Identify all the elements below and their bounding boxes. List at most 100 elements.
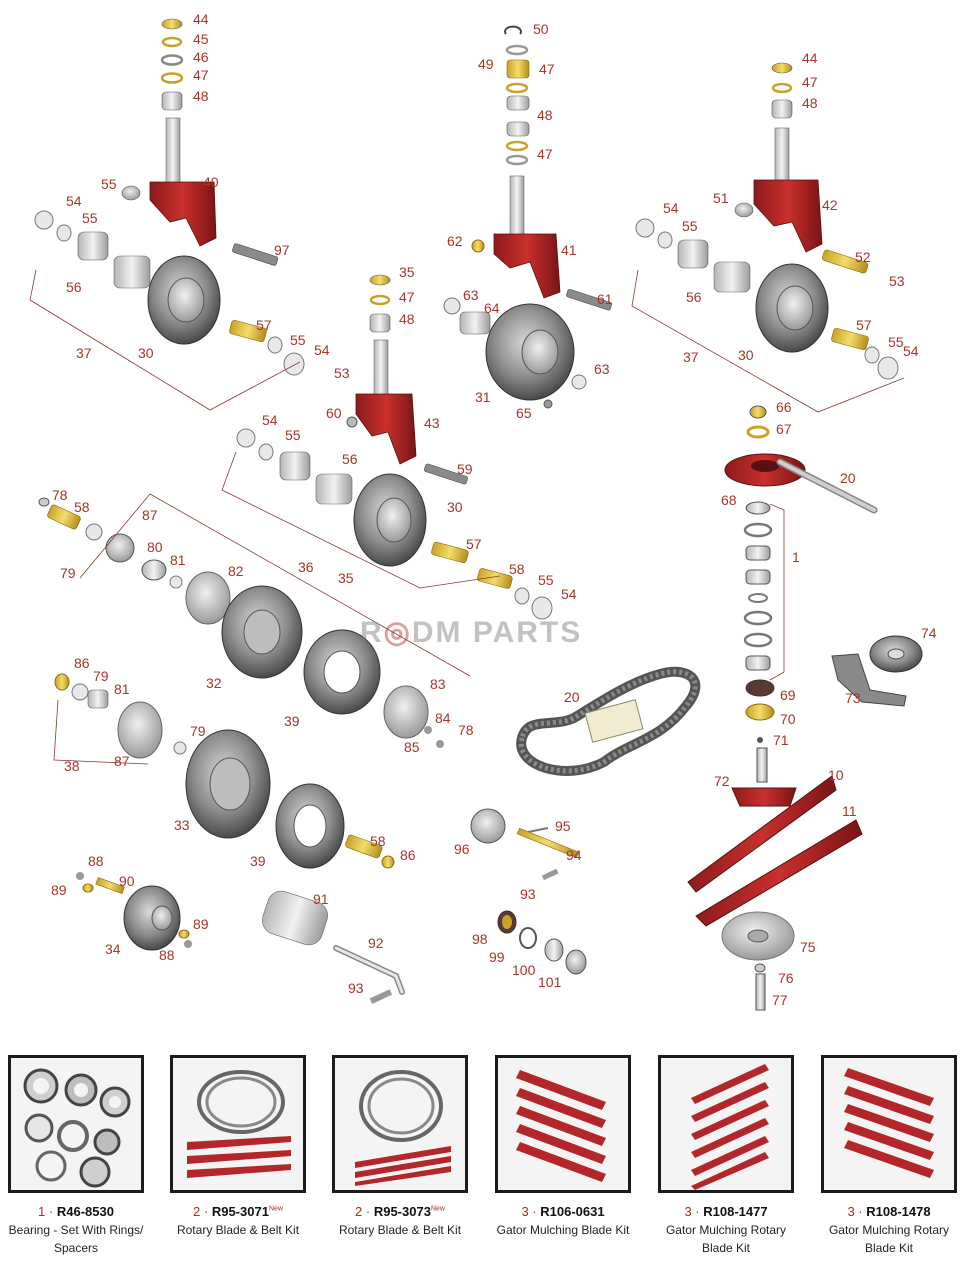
- kit-qty: 2: [193, 1204, 201, 1219]
- kit-card[interactable]: 3 · R108-1477 Gator Mulching Rotary Blad…: [658, 1055, 794, 1257]
- callout-1: 1: [792, 549, 800, 565]
- kit-qty: 2: [355, 1204, 363, 1219]
- callout-39: 39: [284, 713, 300, 729]
- parts-diagram: 4445464748405554555697373057555450494748…: [29, 11, 937, 1011]
- kit-part-number: R95-3071: [211, 1204, 269, 1219]
- kit-image[interactable]: [8, 1055, 144, 1193]
- callout-88: 88: [159, 947, 175, 963]
- callout-88: 88: [88, 853, 104, 869]
- kit-new-badge: New: [268, 1205, 283, 1213]
- callout-86: 86: [74, 655, 90, 671]
- callout-54: 54: [262, 412, 278, 428]
- callout-44: 44: [193, 11, 209, 27]
- callout-87: 87: [142, 507, 158, 523]
- kit-image[interactable]: [821, 1055, 957, 1193]
- kit-image[interactable]: [332, 1055, 468, 1193]
- callout-52: 52: [855, 249, 871, 265]
- caster-assembly-middle: [221, 274, 553, 620]
- kit-description: Bearing - Set With Rings/ Spacers: [8, 1223, 144, 1255]
- callout-56: 56: [66, 279, 82, 295]
- kit-card[interactable]: 2 · R95-3073New Rotary Blade & Belt Kit: [332, 1055, 468, 1239]
- callout-82: 82: [228, 563, 244, 579]
- callout-97: 97: [274, 242, 290, 258]
- kit-code: 3 · R106-0631: [495, 1204, 631, 1219]
- callout-30: 30: [138, 345, 154, 361]
- kit-qty: 3: [847, 1204, 855, 1219]
- callout-83: 83: [430, 676, 446, 692]
- callout-76: 76: [778, 970, 794, 986]
- kit-description: Rotary Blade & Belt Kit: [176, 1223, 300, 1237]
- callout-48: 48: [399, 311, 415, 327]
- callout-47: 47: [193, 67, 209, 83]
- callout-50: 50: [533, 21, 549, 37]
- callout-47: 47: [537, 146, 553, 162]
- kit-qty: 1: [38, 1204, 46, 1219]
- callout-51: 51: [713, 190, 729, 206]
- callout-46: 46: [193, 49, 209, 65]
- small-roller-assembly: [76, 872, 405, 1004]
- callout-20: 20: [564, 689, 580, 705]
- blade-belt-kit-icon: [355, 1070, 451, 1186]
- kit-image[interactable]: [495, 1055, 631, 1193]
- callout-34: 34: [105, 941, 121, 957]
- callout-48: 48: [537, 107, 553, 123]
- callout-89: 89: [193, 916, 209, 932]
- kit-image[interactable]: [658, 1055, 794, 1193]
- watermark: R◎DM PARTS: [360, 615, 582, 650]
- kit-separator: ·: [854, 1204, 867, 1219]
- callout-59: 59: [457, 461, 473, 477]
- kit-code: 3 · R108-1477: [658, 1204, 794, 1219]
- callout-62: 62: [447, 233, 463, 249]
- kit-card[interactable]: 2 · R95-3071New Rotary Blade & Belt Kit: [170, 1055, 306, 1239]
- callout-42: 42: [822, 197, 838, 213]
- kit-description: Rotary Blade & Belt Kit: [338, 1223, 462, 1237]
- kit-card[interactable]: 3 · R106-0631 Gator Mulching Blade Kit: [495, 1055, 631, 1239]
- callout-74: 74: [921, 625, 937, 641]
- callout-84: 84: [435, 710, 451, 726]
- callout-20: 20: [840, 470, 856, 486]
- callout-92: 92: [368, 935, 384, 951]
- callout-47: 47: [539, 61, 555, 77]
- callout-90: 90: [119, 873, 135, 889]
- callout-63: 63: [463, 287, 479, 303]
- callout-30: 30: [447, 499, 463, 515]
- callout-47: 47: [802, 74, 818, 90]
- callout-87: 87: [114, 753, 130, 769]
- callout-48: 48: [802, 95, 818, 111]
- callout-81: 81: [170, 552, 186, 568]
- mulching-blade-kit-icon: [844, 1068, 934, 1178]
- callout-56: 56: [686, 289, 702, 305]
- kit-separator: ·: [691, 1204, 704, 1219]
- kit-card[interactable]: 3 · R108-1478 Gator Mulching Rotary Blad…: [821, 1055, 957, 1257]
- callout-53: 53: [889, 273, 905, 289]
- callout-40: 40: [203, 174, 219, 190]
- kit-code: 2 · R95-3071New: [170, 1204, 306, 1219]
- mulching-blade-kit-icon: [516, 1070, 606, 1182]
- callout-94: 94: [566, 847, 582, 863]
- kit-description: Gator Mulching Rotary Blade Kit: [828, 1223, 950, 1255]
- kit-part-number: R108-1478: [866, 1204, 931, 1219]
- callout-72: 72: [714, 773, 730, 789]
- callout-45: 45: [193, 31, 209, 47]
- kit-code: 1 · R46-8530: [8, 1204, 144, 1219]
- callout-43: 43: [424, 415, 440, 431]
- roller-kit: [470, 808, 587, 975]
- kit-card[interactable]: 1 · R46-8530 Bearing - Set With Rings/ S…: [8, 1055, 144, 1257]
- callout-55: 55: [101, 176, 117, 192]
- callout-93: 93: [348, 980, 364, 996]
- callout-66: 66: [776, 399, 792, 415]
- watermark-logo-icon: ◎: [383, 616, 412, 649]
- callout-78: 78: [458, 722, 474, 738]
- kit-image[interactable]: [170, 1055, 306, 1193]
- kit-description: Gator Mulching Rotary Blade Kit: [665, 1223, 787, 1255]
- callout-75: 75: [800, 939, 816, 955]
- callout-55: 55: [538, 572, 554, 588]
- callout-37: 37: [76, 345, 92, 361]
- callout-11: 11: [842, 803, 857, 819]
- callout-69: 69: [780, 687, 796, 703]
- kit-qty: 3: [684, 1204, 692, 1219]
- callout-95: 95: [555, 818, 571, 834]
- callout-58: 58: [74, 499, 90, 515]
- callout-57: 57: [856, 317, 872, 333]
- caster-assembly-center: [443, 25, 612, 409]
